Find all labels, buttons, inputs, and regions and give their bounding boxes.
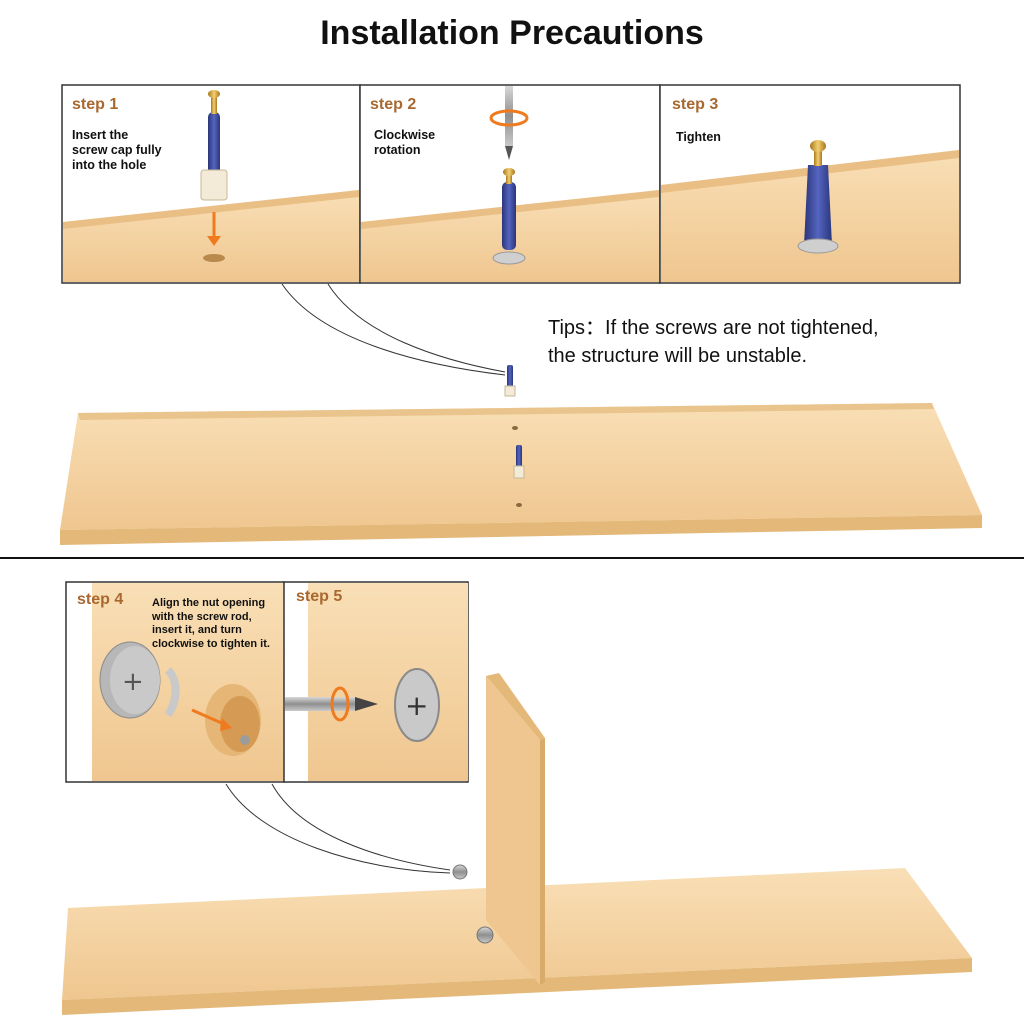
svg-text:+: + (122, 667, 144, 697)
step2-panel (359, 84, 661, 284)
step3-panel (659, 84, 961, 284)
svg-text:+: + (405, 689, 428, 722)
section-divider (0, 557, 1024, 559)
step-1-text: Insert the screw cap fully into the hole (72, 128, 162, 172)
callout-line (281, 283, 506, 376)
step-5-label: step 5 (296, 588, 343, 605)
step-3-text: Tighten (676, 130, 721, 144)
page-title: Installation Precautions (320, 14, 704, 52)
step-1-label: step 1 (72, 96, 119, 113)
board-top (60, 403, 982, 545)
step5-panel: + (283, 581, 469, 783)
step1-panel (61, 84, 361, 284)
step-3-label: step 3 (672, 96, 719, 113)
step-2-text: Clockwise rotation (374, 128, 436, 157)
step-4-text: Align the nut opening with the screw rod… (152, 597, 270, 650)
tips-text: Tips：If the screws are not tightened, th… (548, 317, 879, 367)
step-4-label: step 4 (77, 591, 124, 608)
step4-panel: + (65, 581, 285, 783)
step-2-label: step 2 (370, 96, 417, 113)
board-bottom (62, 673, 972, 1015)
